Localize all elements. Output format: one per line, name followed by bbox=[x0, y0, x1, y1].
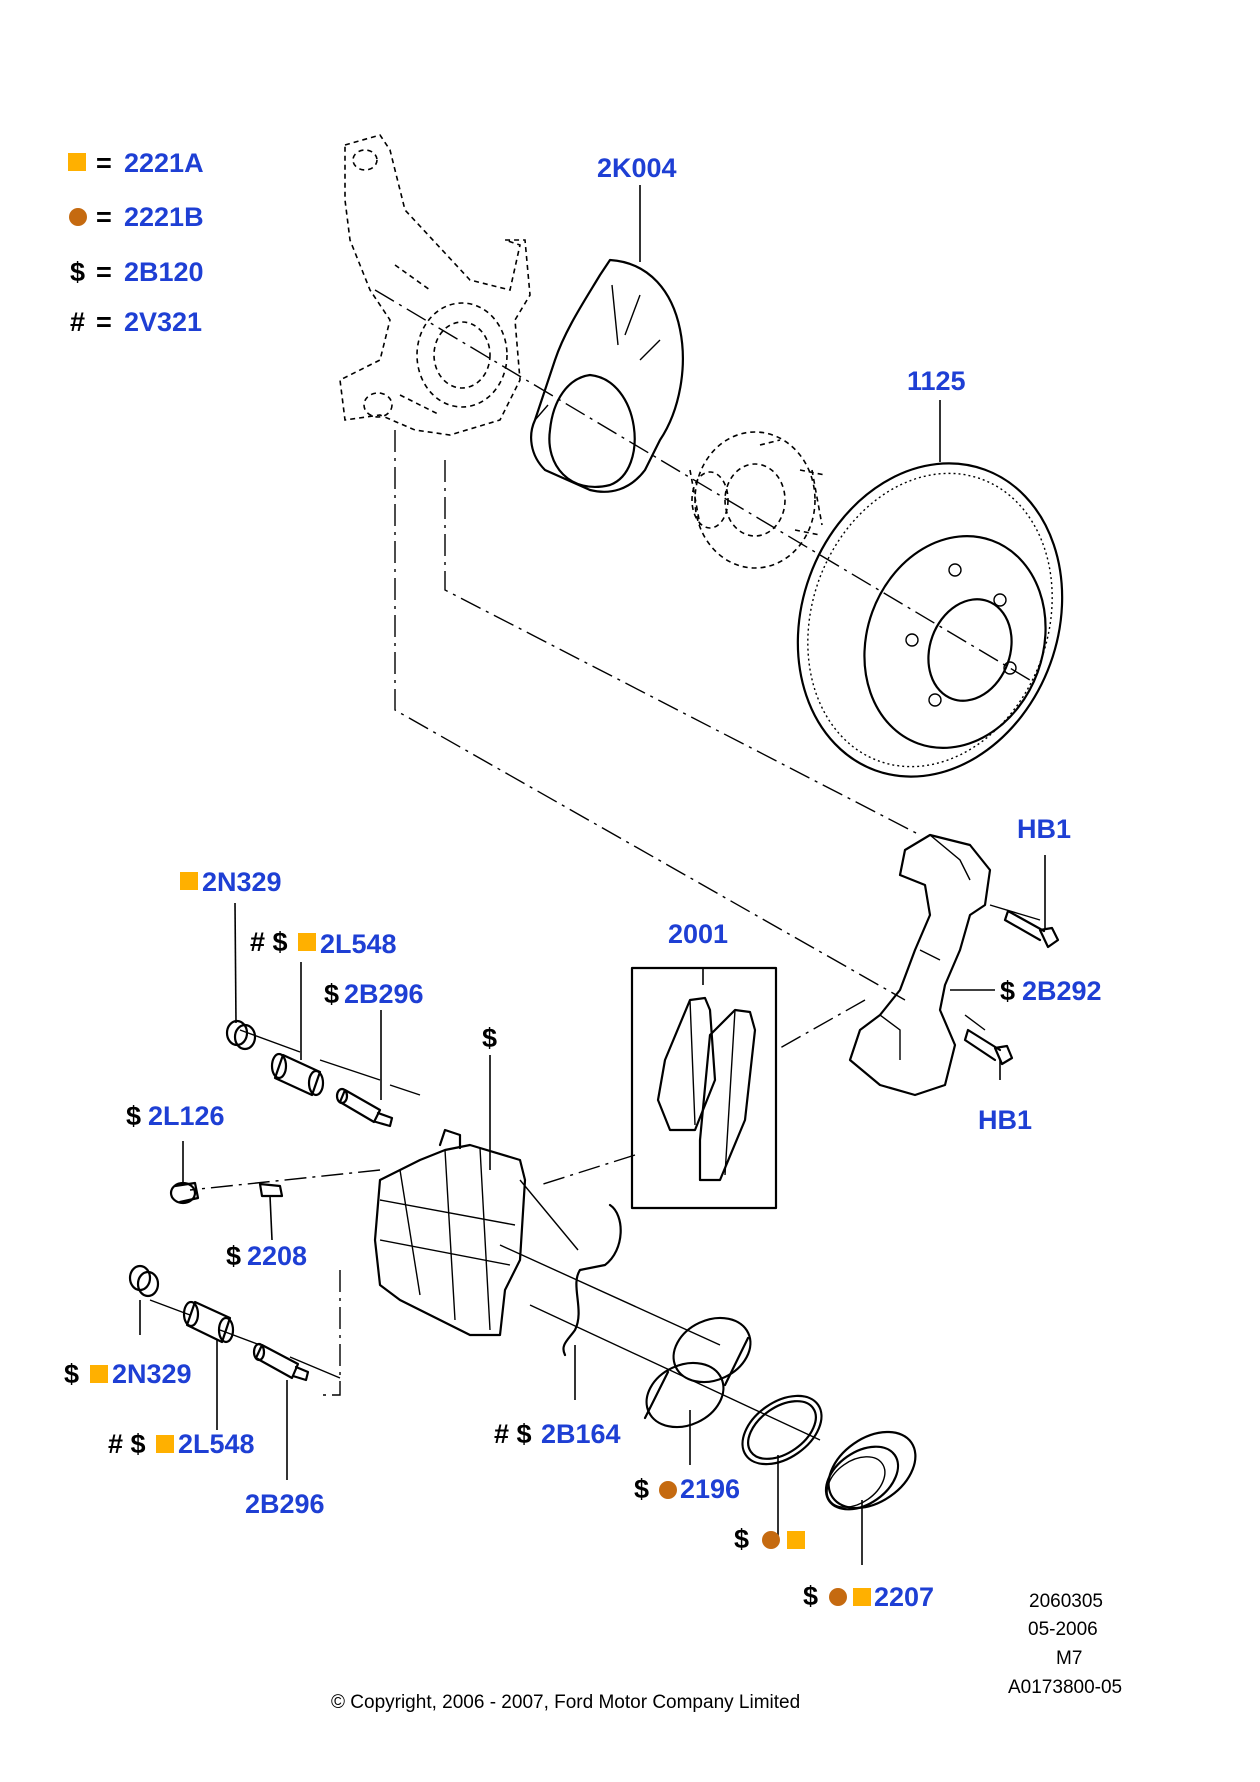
callout-hb1-bottom: HB1 bbox=[978, 1105, 1032, 1135]
callout-2l126-prefix: $ bbox=[126, 1101, 141, 1131]
footer: 2060305 05-2006 M7 A0173800-05 © Copyrig… bbox=[331, 1591, 1122, 1713]
anti-rattle-spring bbox=[562, 1203, 622, 1357]
brake-caliper bbox=[373, 1128, 527, 1337]
legend-code-2v321: 2V321 bbox=[124, 307, 202, 337]
callout-2b292: 2B292 bbox=[1022, 976, 1102, 1006]
callout-2208: 2208 bbox=[247, 1241, 307, 1271]
callouts: 2K004 1125 HB1 HB1 $ 2B292 2001 2N329 # … bbox=[64, 153, 1102, 1612]
square-marker-icon bbox=[853, 1588, 871, 1606]
guide-pin-boot-bottom bbox=[128, 1264, 160, 1298]
circle-marker-icon bbox=[659, 1481, 677, 1499]
brake-disc bbox=[796, 462, 1064, 778]
callout-caliper-prefix: $ bbox=[482, 1023, 497, 1053]
legend-marker-dollar: $ bbox=[70, 257, 85, 287]
piston-seal bbox=[741, 1394, 823, 1466]
callout-2b296-top-prefix: $ bbox=[324, 979, 339, 1009]
hb1-bolt-top bbox=[1003, 909, 1060, 949]
steering-knuckle bbox=[339, 134, 531, 436]
copyright: © Copyright, 2006 - 2007, Ford Motor Com… bbox=[331, 1692, 800, 1713]
callout-2l548-bottom-prefix: # $ bbox=[108, 1429, 146, 1459]
square-marker-icon bbox=[298, 933, 316, 951]
drawing-date: 05-2006 bbox=[1028, 1619, 1098, 1640]
caliper-piston bbox=[643, 1316, 752, 1429]
callout-2196: 2196 bbox=[680, 1474, 740, 1504]
callout-2207: 2207 bbox=[874, 1582, 934, 1612]
callout-2b164: 2B164 bbox=[541, 1419, 621, 1449]
callout-2l548-top: 2L548 bbox=[320, 929, 397, 959]
drawing-ref-2: A0173800-05 bbox=[1008, 1677, 1122, 1698]
bleed-cap bbox=[169, 1181, 200, 1205]
guide-pin-bottom bbox=[252, 1342, 310, 1382]
callout-2b296-top: 2B296 bbox=[344, 979, 424, 1009]
drawing-ref: 2060305 bbox=[1029, 1591, 1103, 1612]
legend-marker-hash: # bbox=[70, 307, 85, 337]
circle-marker-icon bbox=[829, 1588, 847, 1606]
circle-marker-icon bbox=[762, 1531, 780, 1549]
callout-2b164-prefix: # $ bbox=[494, 1419, 532, 1449]
legend: = 2221A = 2221B $ = 2B120 # = 2V321 bbox=[68, 148, 204, 337]
callout-2207-prefix: $ bbox=[803, 1581, 818, 1611]
guide-bushing-top bbox=[270, 1052, 325, 1097]
hb1-bolt-bottom bbox=[963, 1028, 1014, 1066]
dust-boot bbox=[824, 1430, 917, 1511]
callout-2l548-top-prefix: # $ bbox=[250, 927, 288, 957]
callout-hb1-top: HB1 bbox=[1017, 814, 1071, 844]
wheel-hub bbox=[689, 431, 826, 569]
callout-2196-prefix: $ bbox=[634, 1474, 649, 1504]
square-marker-icon bbox=[787, 1531, 805, 1549]
callout-2l548-bottom: 2L548 bbox=[178, 1429, 255, 1459]
legend-eq: = bbox=[96, 148, 112, 178]
callout-2n329-bottom-prefix: $ bbox=[64, 1359, 79, 1389]
square-marker-icon bbox=[90, 1365, 108, 1383]
callout-2b292-prefix: $ bbox=[1000, 976, 1015, 1006]
callout-2l126: 2L126 bbox=[148, 1101, 225, 1131]
callout-2n329-top: 2N329 bbox=[202, 867, 282, 897]
guide-bushing-bottom bbox=[182, 1300, 235, 1344]
callout-2208-prefix: $ bbox=[226, 1241, 241, 1271]
legend-eq: = bbox=[96, 257, 112, 287]
callout-2k004: 2K004 bbox=[597, 153, 677, 183]
guide-pin-top bbox=[335, 1087, 394, 1128]
square-marker-icon bbox=[68, 153, 86, 171]
legend-eq: = bbox=[96, 202, 112, 232]
leader-lines bbox=[139, 185, 1046, 1565]
callout-2b296-bottom: 2B296 bbox=[245, 1489, 325, 1519]
circle-marker-icon bbox=[69, 208, 87, 226]
splash-shield bbox=[530, 258, 684, 493]
callout-1125: 1125 bbox=[907, 366, 966, 396]
brake-pad-set bbox=[630, 966, 778, 1210]
callout-seal-prefix: $ bbox=[734, 1524, 749, 1554]
anchor-bracket bbox=[848, 833, 992, 1097]
square-marker-icon bbox=[180, 872, 198, 890]
legend-code-2221b: 2221B bbox=[124, 202, 204, 232]
guide-pin-boot-top bbox=[225, 1019, 257, 1051]
legend-code-2b120: 2B120 bbox=[124, 257, 204, 287]
legend-code-2221a: 2221A bbox=[124, 148, 204, 178]
legend-eq: = bbox=[96, 307, 112, 337]
callout-2n329-bottom: 2N329 bbox=[112, 1359, 192, 1389]
callout-2001: 2001 bbox=[668, 919, 728, 949]
bleed-screw bbox=[258, 1182, 284, 1198]
drawing-model: M7 bbox=[1056, 1648, 1082, 1669]
square-marker-icon bbox=[156, 1435, 174, 1453]
assembly-lines bbox=[149, 289, 1041, 1441]
